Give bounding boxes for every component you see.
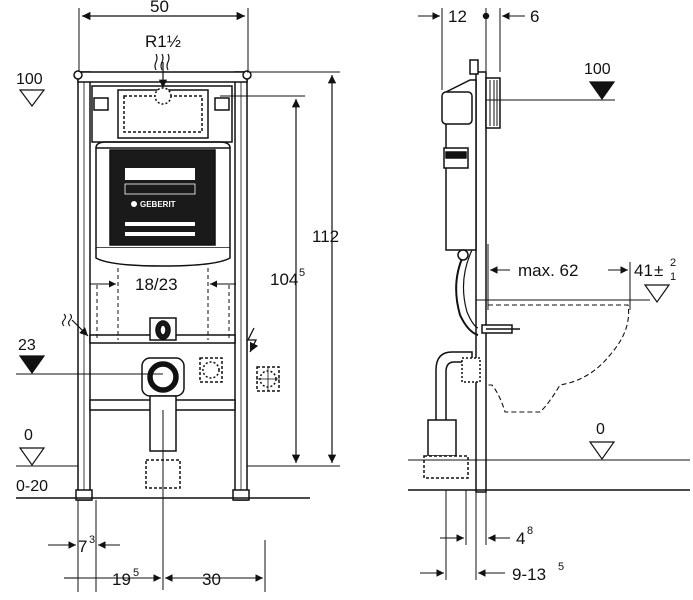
tolerance-minus: 1 bbox=[670, 271, 676, 283]
max-projection-label: max. 62 bbox=[518, 261, 578, 280]
side-wc-bowl bbox=[488, 304, 630, 413]
side-view bbox=[408, 8, 690, 580]
depth-frame-label: 12 bbox=[448, 7, 467, 26]
tolerance-plus: 2 bbox=[670, 257, 676, 269]
offset-range-sup: 5 bbox=[558, 561, 564, 573]
offset-small-label: 4 bbox=[516, 529, 525, 548]
level-0-label: 0 bbox=[24, 427, 33, 444]
level-23-marker bbox=[18, 355, 46, 375]
width-label: 50 bbox=[150, 0, 169, 16]
tolerance-sign: ± bbox=[654, 261, 663, 280]
floor-range-label: 0-20 bbox=[16, 478, 48, 495]
frame-leg-label: 7 bbox=[78, 537, 87, 556]
left-foot bbox=[75, 489, 93, 501]
level-0-marker bbox=[18, 447, 46, 467]
level-23-label: 23 bbox=[18, 337, 36, 354]
side-level-41-marker bbox=[643, 284, 671, 304]
offset-small-sup: 8 bbox=[527, 525, 533, 537]
height-cistern-label: 104 bbox=[270, 270, 298, 289]
side-level-100-label: 100 bbox=[584, 61, 611, 78]
front-view bbox=[16, 8, 340, 592]
side-level-0-label: 0 bbox=[596, 421, 605, 438]
offset-side-label: 30 bbox=[202, 570, 221, 589]
bolt-spacing-label: 18/23 bbox=[135, 275, 178, 294]
logo-mark-icon bbox=[131, 201, 137, 207]
depth-plate-label: 6 bbox=[530, 7, 539, 26]
brand-logo-bg bbox=[130, 196, 192, 212]
level-100-label: 100 bbox=[16, 71, 43, 88]
height-total-label: 112 bbox=[312, 227, 339, 246]
side-level-100-marker bbox=[588, 81, 616, 101]
height-cistern-sup: 5 bbox=[299, 267, 305, 279]
brand-logo: GEBERIT bbox=[140, 200, 176, 209]
right-foot bbox=[232, 489, 250, 501]
level-100-marker bbox=[18, 89, 46, 107]
pipe-thread-label: R1½ bbox=[145, 32, 181, 51]
offset-range-label: 9-13 bbox=[512, 565, 546, 584]
offset-center-label: 19 bbox=[112, 570, 131, 589]
side-level-0-marker bbox=[588, 441, 616, 461]
offset-center-sup: 5 bbox=[133, 567, 139, 579]
bowl-height-label: 41 bbox=[634, 261, 653, 280]
frame-leg-sup: 3 bbox=[89, 534, 95, 546]
side-frame-post bbox=[475, 71, 487, 493]
